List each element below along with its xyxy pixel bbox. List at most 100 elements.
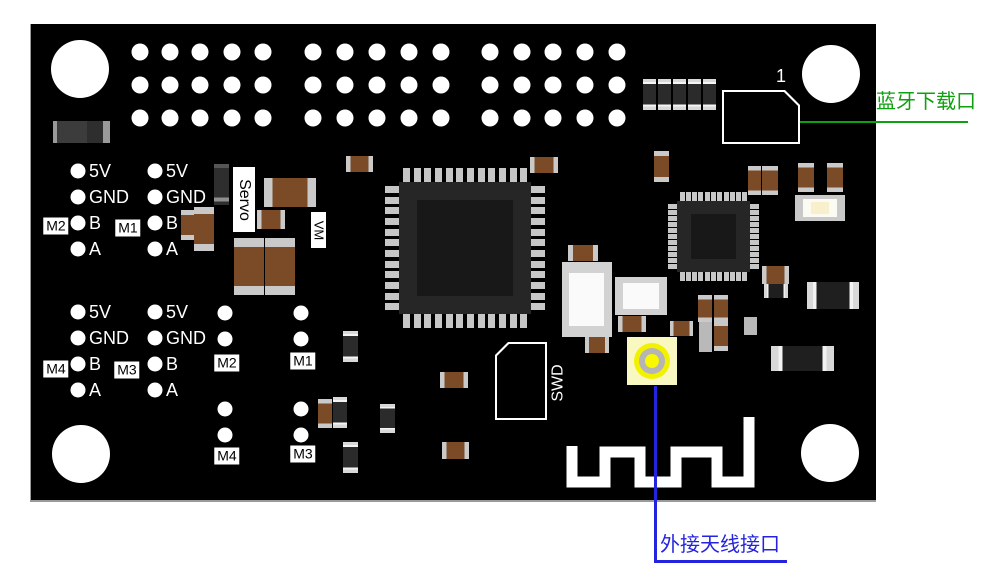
chip-pin [668,227,678,233]
chip-pin [530,260,545,268]
motor-pad [293,401,309,417]
chip-pin [385,292,400,300]
chip-pin [742,192,748,202]
chip-pin [445,313,453,328]
chip-pin [717,192,723,202]
pin-pad [70,189,86,205]
chip-pin [498,313,506,328]
motor-label: M2 [43,217,69,235]
chip-pin [729,271,735,281]
pin-pad [147,215,163,231]
pin-label: 5V [166,161,189,181]
oscillator [615,277,667,315]
motor-label: M4 [43,360,69,378]
header-dot [304,43,322,61]
chip-pin [413,168,421,183]
chip-pin [692,271,698,281]
chip-pin [723,271,729,281]
pin-pad [147,241,163,257]
pin-label: 5V [89,161,112,181]
chip-pin [477,313,485,328]
pin-label: A [89,239,102,259]
motor-label: M3 [290,445,316,463]
chip-pin [679,192,685,202]
chip-pin [717,271,723,281]
pin1-label: 1 [776,66,787,86]
motor-pad [293,331,309,347]
header-dot [608,76,626,94]
header-dot [400,109,418,127]
chip-pin [729,192,735,202]
header-dot [544,76,562,94]
chip-pin [704,192,710,202]
main-mcu-die [417,200,513,296]
led [795,195,845,221]
chip-pin [530,239,545,247]
chip-pin [477,168,485,183]
bluetooth-annotation-line [800,121,968,123]
header-dot [254,43,272,61]
header-dot [336,43,354,61]
header-dot [191,43,209,61]
chip-pin [736,271,742,281]
chip-pin [456,313,464,328]
chip-pin [509,313,517,328]
chip-pin [385,217,400,225]
pin-label: GND [89,328,129,348]
header-dot [368,109,386,127]
header-dot [513,43,531,61]
chip-pin [685,271,691,281]
capacitor [257,210,285,229]
chip-pin [520,168,528,183]
header-dot [400,43,418,61]
capacitor [440,372,468,388]
header-dot [223,109,241,127]
header-dot [254,109,272,127]
chip-pin [385,281,400,289]
chip-pin [530,292,545,300]
motor-label: M2 [214,354,240,372]
pin-label: A [166,239,179,259]
header-dot [608,109,626,127]
chip-pin [698,271,704,281]
chip-pin [749,221,759,227]
wireless-chip-die [691,214,736,259]
header-dot [336,109,354,127]
header-dot [131,43,149,61]
header-dot [223,43,241,61]
chip-pin [530,185,545,193]
capacitor [748,166,761,195]
header-dot [576,109,594,127]
chip-pin [749,203,759,209]
chip-pin [530,196,545,204]
bluetooth-annotation-label: 蓝牙下载口 [876,91,976,113]
capacitor [530,157,558,173]
motor-label: M4 [214,447,240,465]
oscillator-top [623,283,659,309]
chip-pin [749,240,759,246]
chip-pin [385,207,400,215]
resistor [658,79,671,110]
chip-pin [742,271,748,281]
chip-pin [723,192,729,202]
motor-label: M1 [290,352,316,370]
chip-pin [385,239,400,247]
motor-pad [293,427,309,443]
pin-pad [147,189,163,205]
chip-pin [668,264,678,270]
capacitor [194,207,214,251]
mounting-hole [52,425,110,483]
capacitor [698,295,712,322]
header-dot [304,109,322,127]
motor-pad [217,305,233,321]
capacitor [585,337,609,353]
chip-pin [668,215,678,221]
pin-pad [70,215,86,231]
chip-pin [466,168,474,183]
motor-pad [217,427,233,443]
capacitor [181,210,194,240]
pin-label: A [89,380,102,400]
chip-pin [445,168,453,183]
motor-label: M1 [115,219,141,237]
header-dot [368,76,386,94]
